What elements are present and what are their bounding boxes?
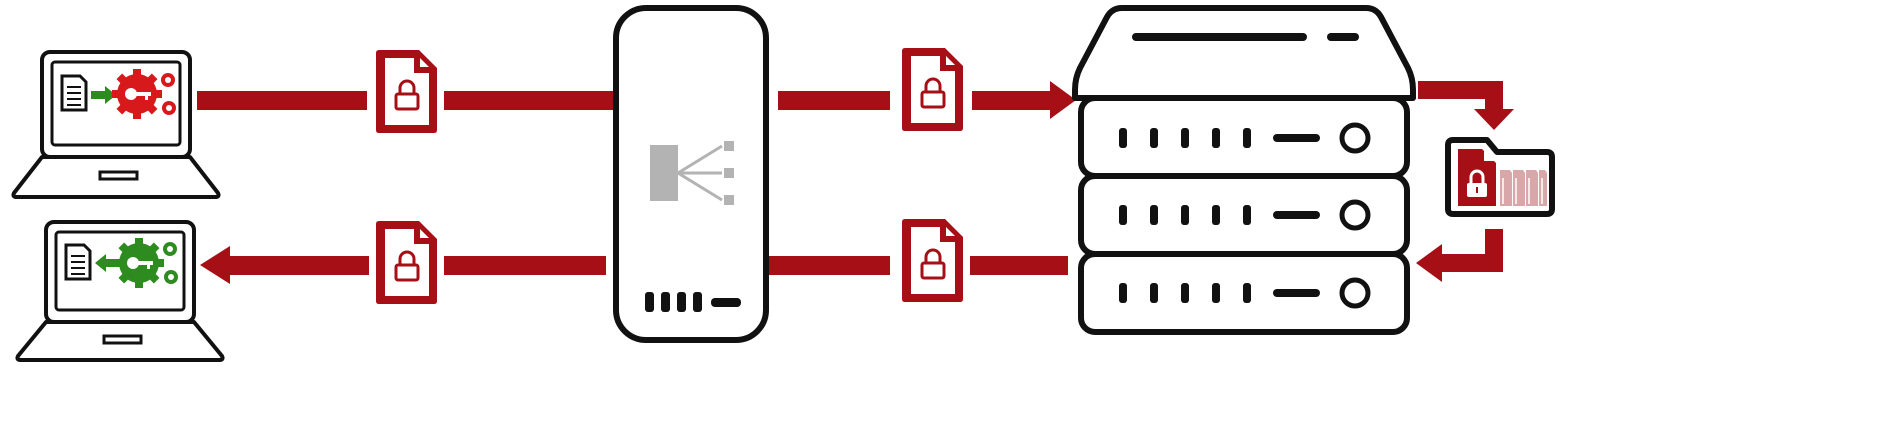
- arrow-shaft: [228, 256, 369, 275]
- arrow-head: [1050, 81, 1076, 119]
- arrow-head: [1416, 244, 1442, 282]
- laptop-decrypt: [15, 220, 225, 362]
- arrow-shaft: [197, 91, 367, 110]
- power-indicator: [1339, 277, 1371, 309]
- power-indicator: [1339, 122, 1371, 154]
- lock-icon: [920, 248, 946, 280]
- gear-key-icon: [112, 69, 176, 119]
- arrow-shaft: [778, 91, 890, 110]
- arrow-head: [1474, 109, 1514, 130]
- lock-icon: [1467, 169, 1487, 197]
- lock-icon: [394, 250, 420, 282]
- arrow-shaft: [972, 91, 1052, 110]
- encrypted-file-icon: [376, 221, 437, 304]
- server-rack: [1072, 5, 1416, 335]
- server-unit: [1078, 95, 1410, 179]
- encrypted-file-icon: [902, 48, 963, 131]
- laptop-encrypt: [11, 50, 221, 199]
- forward-arrow-icon: [91, 86, 116, 104]
- encrypted-file-icon: [376, 50, 437, 133]
- load-balancer-icon: [650, 141, 734, 205]
- gear-key-icon: [114, 238, 178, 288]
- arrow-shaft: [1485, 81, 1503, 111]
- arrow-head: [200, 246, 230, 284]
- arrow-shaft: [1440, 254, 1503, 272]
- arrow-shaft: [1418, 81, 1503, 99]
- power-indicator: [1339, 199, 1371, 231]
- server-unit: [1078, 251, 1410, 335]
- server-unit: [1078, 173, 1410, 257]
- arrow-shaft: [970, 256, 1068, 275]
- document-icon: [64, 243, 92, 281]
- archive-folder-icon: [1445, 137, 1555, 217]
- vent-slots: [645, 292, 741, 312]
- load-balancer: [613, 5, 769, 343]
- back-arrow-icon: [95, 254, 120, 272]
- arrow-shaft: [444, 256, 606, 275]
- document-icon: [60, 74, 88, 112]
- encrypted-file-icon: [902, 219, 963, 302]
- lock-icon: [394, 79, 420, 111]
- lock-icon: [920, 77, 946, 109]
